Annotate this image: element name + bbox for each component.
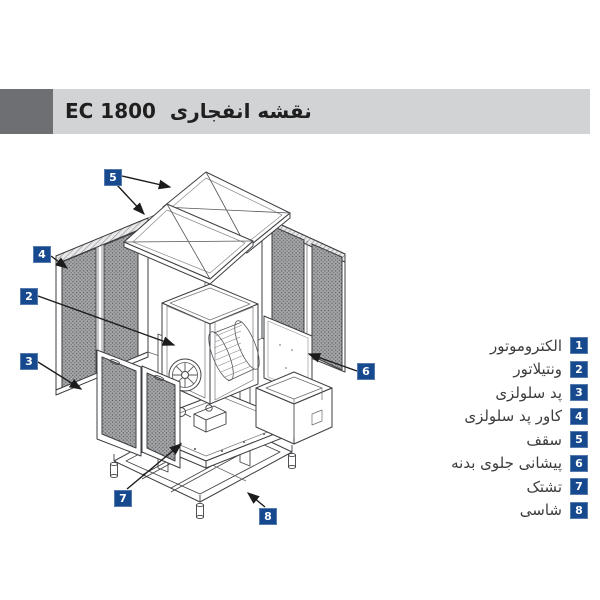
page-title: نقشه انفجاری EC 1800 xyxy=(65,99,312,123)
legend-label: کاور پد سلولزی xyxy=(464,407,562,425)
legend-item-2: ونتیلاتور 2 xyxy=(451,360,588,378)
header-bar: نقشه انفجاری EC 1800 xyxy=(0,89,600,134)
legend-item-7: تشتک 7 xyxy=(451,477,588,496)
legend-label: ونتیلاتور xyxy=(513,360,562,378)
callout-3-cellulose-pad: 3 xyxy=(20,353,38,370)
legend-label: پیشانی جلوی بدنه xyxy=(451,454,562,472)
legend-item-8: شاسی 8 xyxy=(451,501,588,519)
legend-number-badge: 8 xyxy=(570,501,588,519)
callout-arrows xyxy=(37,175,358,508)
roof-panels xyxy=(123,171,291,285)
legend-number-badge: 4 xyxy=(570,407,588,425)
legend-item-5: سقف 5 xyxy=(451,430,588,449)
callout-2-ventilator: 2 xyxy=(20,288,38,305)
legend-item-6: پیشانی جلوی بدنه 6 xyxy=(451,454,588,472)
legend-number-badge: 2 xyxy=(570,360,588,378)
legend-number-badge: 5 xyxy=(570,431,588,448)
callout-6-front-panel: 6 xyxy=(357,363,375,380)
electromotor xyxy=(193,404,227,433)
fan-assembly xyxy=(161,283,260,433)
blower-drum xyxy=(208,320,260,382)
legend-item-1: الکتروموتور 1 xyxy=(451,336,588,355)
outlet-box xyxy=(255,371,333,445)
legend-number-badge: 6 xyxy=(570,454,588,472)
legend-item-4: کاور پد سلولزی 4 xyxy=(451,407,588,425)
parts-legend: الکتروموتور 1 ونتیلاتور 2 پد سلولزی 3 کا… xyxy=(451,337,588,519)
legend-label: الکتروموتور xyxy=(489,336,562,355)
callout-7-basin: 7 xyxy=(114,490,132,507)
legend-number-badge: 7 xyxy=(570,478,588,495)
legend-item-3: پد سلولزی 3 xyxy=(451,383,588,402)
legend-number-badge: 3 xyxy=(570,384,588,401)
callout-8-chassis: 8 xyxy=(259,508,277,525)
legend-label: پد سلولزی xyxy=(495,383,562,402)
legend-label: سقف xyxy=(526,430,562,449)
legend-label: شاسی xyxy=(519,501,562,519)
header-accent-block xyxy=(0,89,53,134)
front-pads xyxy=(96,349,181,469)
legend-label: تشتک xyxy=(526,477,562,496)
legend-number-badge: 1 xyxy=(570,337,588,354)
callout-4-pad-cover: 4 xyxy=(33,246,51,263)
header-strip xyxy=(53,89,590,134)
callout-5-roof: 5 xyxy=(104,169,122,186)
